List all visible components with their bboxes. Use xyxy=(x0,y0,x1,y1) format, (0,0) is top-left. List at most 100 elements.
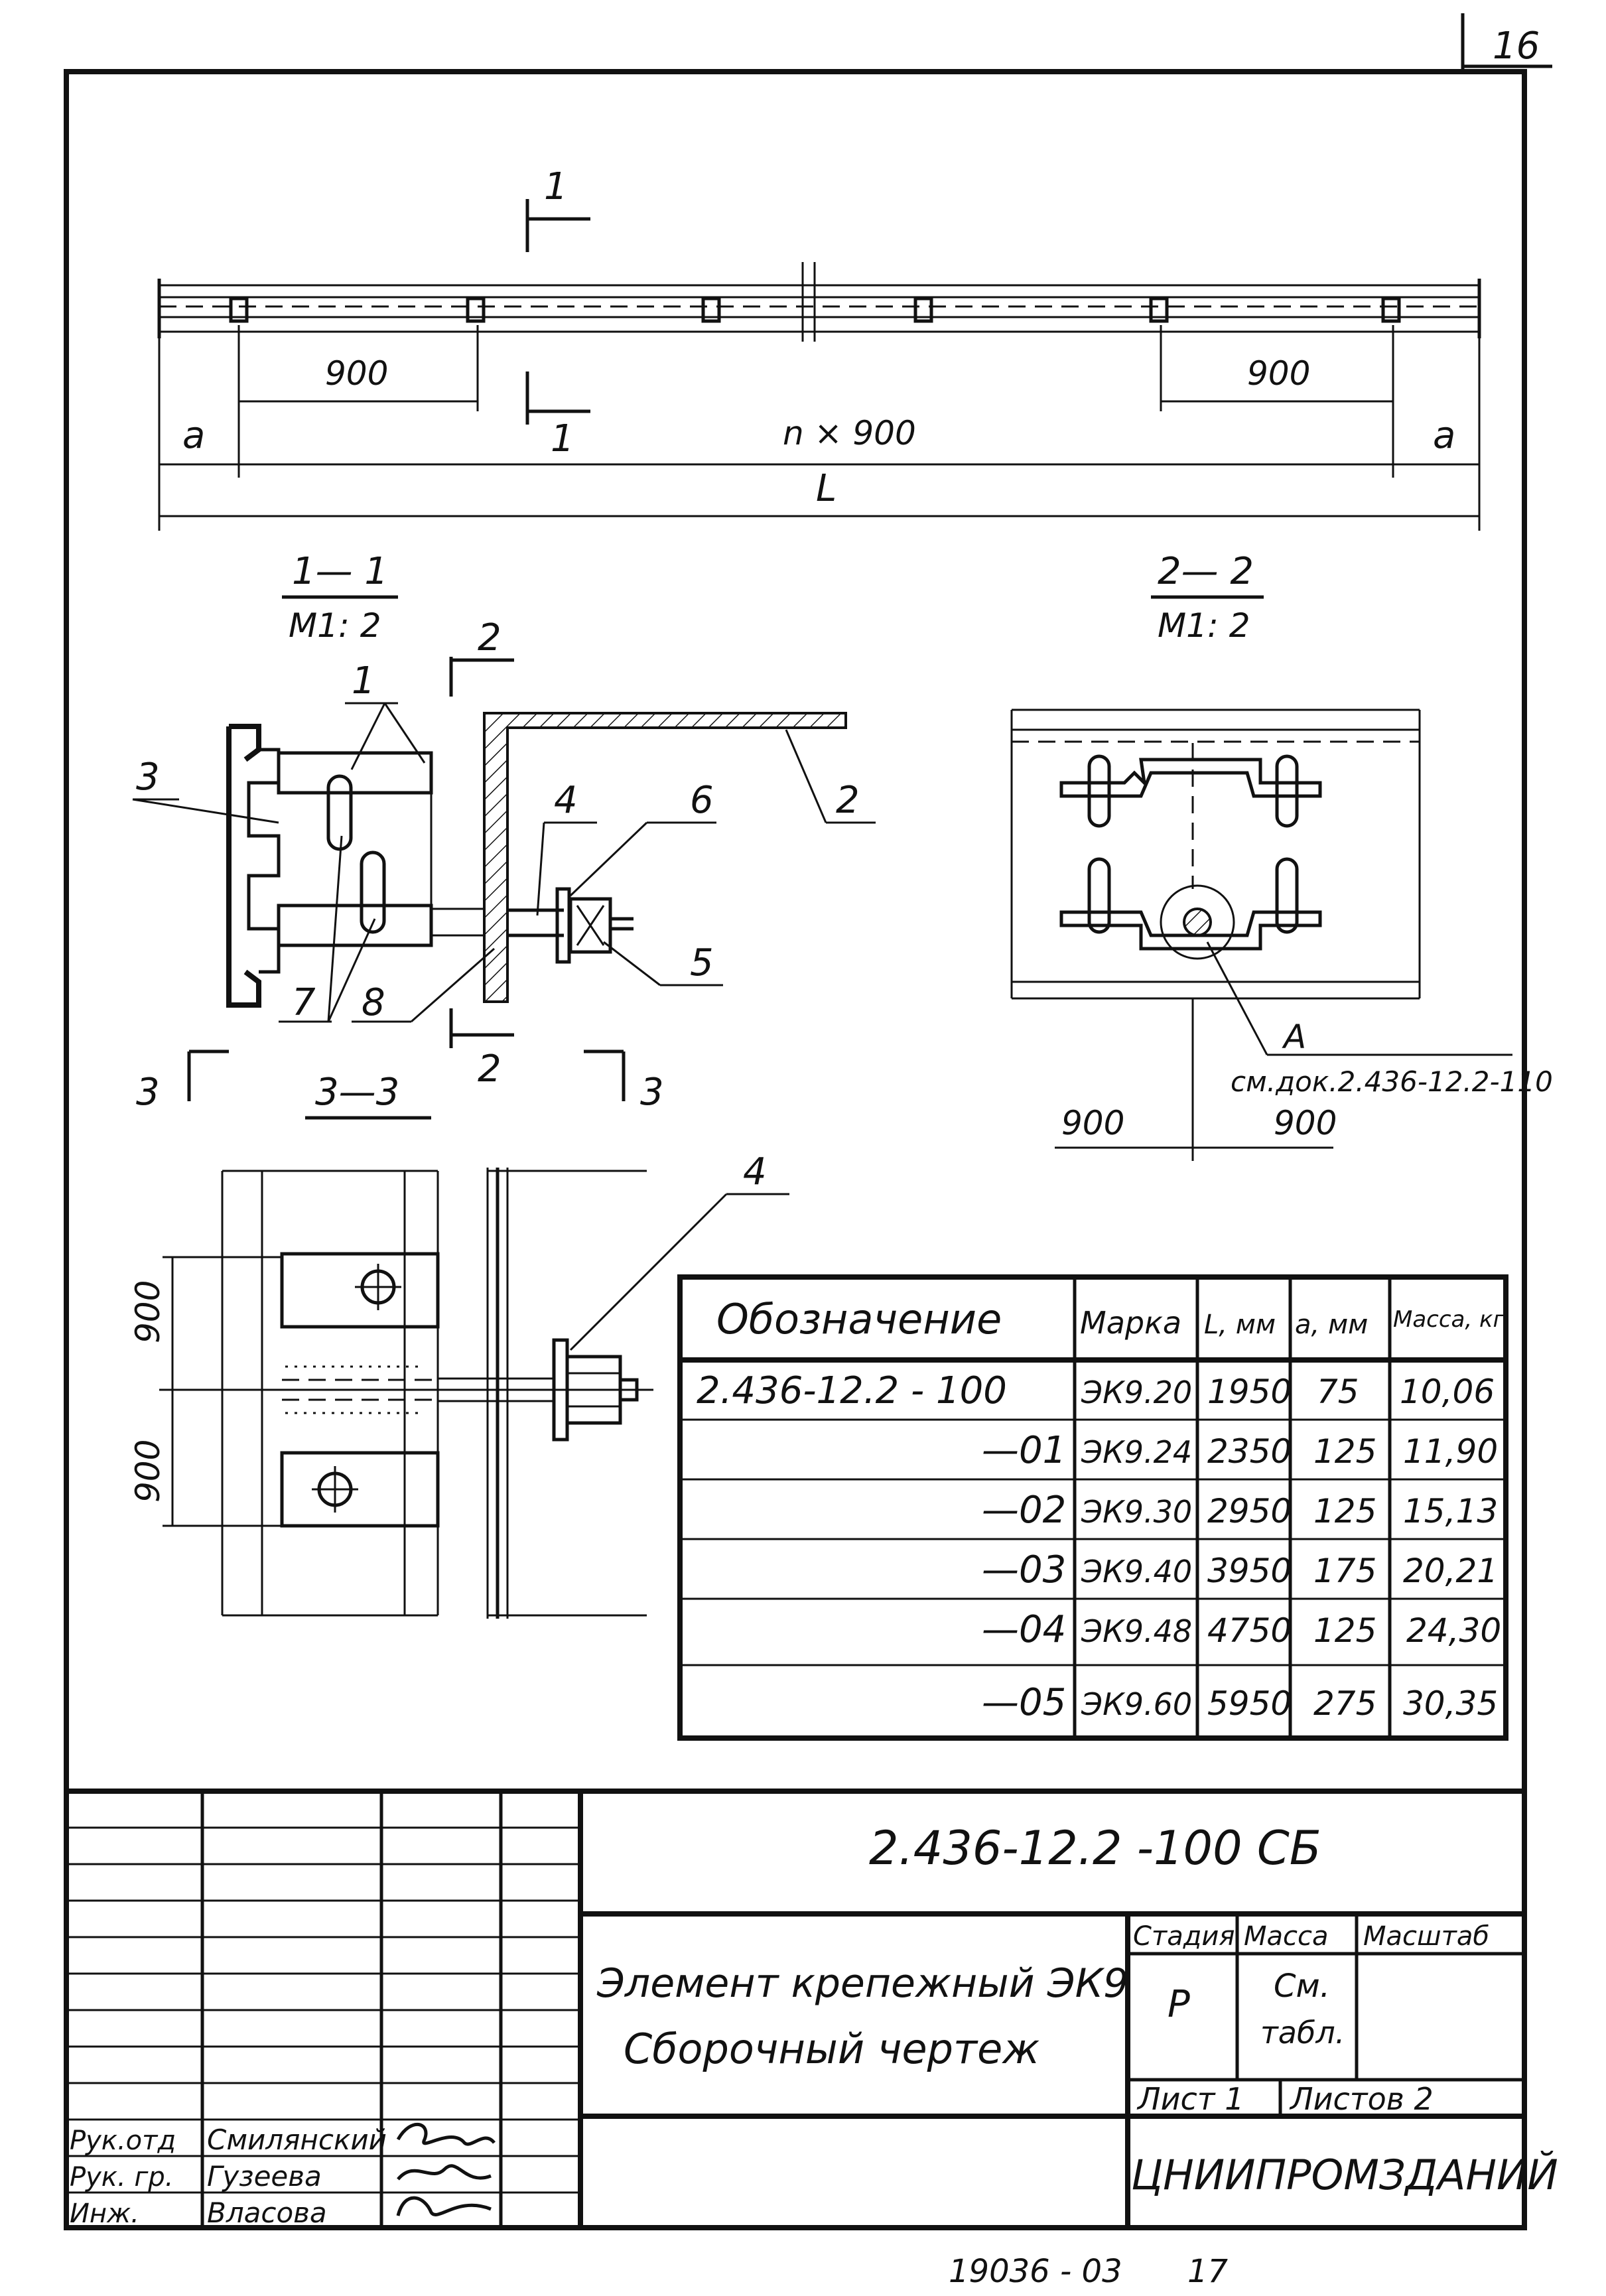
spec-header-length: L, мм xyxy=(1204,1310,1276,1340)
spec-row-2-a: 125 xyxy=(1313,1492,1376,1530)
section-3-3: 3—3 xyxy=(129,1071,789,1619)
callout-7: 7 xyxy=(292,981,316,1024)
mass-value-1: См. xyxy=(1274,1968,1330,2005)
staff-name-1: Гузеева xyxy=(207,2160,322,2193)
callout-3-3-4: 4 xyxy=(743,1150,767,1193)
spec-row-5-a: 275 xyxy=(1313,1684,1376,1723)
spec-row-4-mass: 24,30 xyxy=(1406,1611,1501,1650)
spec-row-1-a: 125 xyxy=(1313,1432,1376,1471)
spec-row-4-mark: ЭК9.48 xyxy=(1081,1613,1192,1649)
spec-row-1-mass: 11,90 xyxy=(1403,1432,1498,1471)
dim-end-left: a xyxy=(182,414,205,457)
spec-row-0-length: 1950 xyxy=(1207,1373,1292,1411)
dim-spacing-right: 900 xyxy=(1247,354,1310,393)
spec-row-3-designation: —03 xyxy=(982,1548,1066,1591)
cut-mark-2-top: 2 xyxy=(478,616,502,659)
inventory-number: 19036 - 03 xyxy=(949,2253,1122,2290)
stage-value: Р xyxy=(1168,1983,1190,2026)
spec-row-4-designation: —04 xyxy=(982,1608,1066,1651)
spec-row-1-mark: ЭК9.24 xyxy=(1081,1434,1192,1470)
spec-row-5-length: 5950 xyxy=(1207,1684,1292,1723)
callout-6: 6 xyxy=(690,779,714,822)
fastener-marks xyxy=(229,297,1401,323)
callout-8: 8 xyxy=(362,981,385,1024)
spec-row-3-length: 3950 xyxy=(1207,1552,1292,1590)
callout-4: 4 xyxy=(554,779,578,822)
callout-5: 5 xyxy=(690,941,714,984)
sheet-frame: 16 xyxy=(64,13,1552,2230)
dim-spacing-left: 900 xyxy=(325,354,388,393)
spec-header-mark: Марка xyxy=(1080,1305,1181,1341)
section-2-2-scale: М1: 2 xyxy=(1158,606,1250,645)
dim-2-2-right: 900 xyxy=(1274,1104,1337,1142)
dim-3-3-bottom: 900 xyxy=(129,1440,167,1503)
spec-table: Обозначение Марка L, мм а, мм Масса, кг … xyxy=(677,1274,1508,1741)
spec-row-3-a: 175 xyxy=(1313,1552,1376,1590)
callout-1: 1 xyxy=(352,659,375,703)
staff-name-2: Власова xyxy=(207,2196,327,2229)
cut-mark-3-right: 3 xyxy=(640,1071,664,1114)
section-1-1-scale: М1: 2 xyxy=(289,606,381,645)
spec-row-1-designation: —01 xyxy=(982,1429,1066,1472)
node-a-label: А xyxy=(1282,1018,1306,1056)
node-a-reference: см.док.2.436-12.2-110 xyxy=(1231,1065,1553,1098)
sheet-number: 16 xyxy=(1493,25,1540,68)
footer-page: 17 xyxy=(1187,2253,1229,2290)
sheets-label: Листов 2 xyxy=(1289,2081,1434,2117)
organization: ЦНИИПРОМЗДАНИЙ xyxy=(1131,2150,1558,2199)
doc-code: 2.436-12.2 -100 СБ xyxy=(869,1821,1321,1875)
plan-view: 1 1 900 900 a n × 900 a L xyxy=(157,165,1481,531)
signature-1 xyxy=(397,2164,492,2181)
spec-row-0-designation: 2.436-12.2 - 100 xyxy=(697,1369,1007,1412)
spec-row-0-a: 75 xyxy=(1317,1373,1359,1411)
dim-2-2-left: 900 xyxy=(1061,1104,1124,1142)
callout-2: 2 xyxy=(836,779,860,822)
spec-header-designation: Обозначение xyxy=(716,1295,1002,1343)
mass-value-2: табл. xyxy=(1260,2015,1345,2051)
doc-name-line1: Элемент крепежный ЭК9 xyxy=(596,1960,1128,2007)
section-mark-1-bottom: 1 xyxy=(551,417,574,460)
spec-row-5-mass: 30,35 xyxy=(1403,1684,1498,1723)
staff-name-0: Смилянский xyxy=(207,2124,387,2156)
section-2-2: 2— 2 М1: 2 А см.док.2.436-12.2-110 900 9… xyxy=(1010,550,1553,1161)
spec-row-5-mark: ЭК9.60 xyxy=(1081,1686,1192,1722)
signature-2 xyxy=(396,2196,492,2216)
section-mark-1-top: 1 xyxy=(544,165,568,208)
title-block: Рук.отд Смилянский Рук. гр. Гузеева Инж.… xyxy=(66,1789,1558,2229)
spec-row-3-mark: ЭК9.40 xyxy=(1081,1554,1192,1589)
spec-row-4-a: 125 xyxy=(1313,1611,1376,1650)
spec-row-1-length: 2350 xyxy=(1207,1432,1292,1471)
spec-row-2-designation: —02 xyxy=(982,1489,1066,1532)
staff-role-1: Рук. гр. xyxy=(70,2162,174,2193)
section-1-1: 1— 1 М1: 2 2 2 3 xyxy=(132,550,876,1114)
dim-3-3-top: 900 xyxy=(129,1280,167,1343)
section-1-1-title: 1— 1 xyxy=(292,550,388,593)
spec-row-5-designation: —05 xyxy=(982,1681,1066,1724)
dim-total: L xyxy=(816,467,836,510)
spec-row-0-mark: ЭК9.20 xyxy=(1081,1375,1192,1410)
signature-0 xyxy=(396,2123,496,2146)
cut-mark-3-left: 3 xyxy=(136,1071,160,1114)
spec-row-0-mass: 10,06 xyxy=(1400,1373,1495,1411)
spec-header-mass: Масса, кг xyxy=(1393,1306,1506,1333)
spec-row-4-length: 4750 xyxy=(1207,1611,1292,1650)
sheet-label: Лист 1 xyxy=(1136,2081,1244,2117)
section-3-3-title: 3—3 xyxy=(315,1071,399,1114)
dim-end-right: a xyxy=(1433,414,1455,457)
callout-3: 3 xyxy=(136,756,160,799)
col-scale: Масштаб xyxy=(1363,1921,1489,1952)
section-2-2-title: 2— 2 xyxy=(1158,550,1254,593)
spec-header-a: а, мм xyxy=(1295,1310,1368,1340)
doc-name-line2: Сборочный чертеж xyxy=(624,2025,1039,2073)
col-stage: Стадия xyxy=(1133,1921,1235,1952)
staff-role-2: Инж. xyxy=(70,2198,139,2229)
cut-mark-2-bottom: 2 xyxy=(478,1047,502,1091)
dim-middle: n × 900 xyxy=(783,414,916,452)
spec-row-2-length: 2950 xyxy=(1207,1492,1292,1530)
spec-row-3-mass: 20,21 xyxy=(1403,1552,1498,1590)
col-mass: Масса xyxy=(1244,1921,1329,1952)
spec-row-2-mass: 15,13 xyxy=(1403,1492,1498,1530)
staff-role-0: Рук.отд xyxy=(70,2126,176,2156)
spec-row-2-mark: ЭК9.30 xyxy=(1081,1494,1192,1530)
